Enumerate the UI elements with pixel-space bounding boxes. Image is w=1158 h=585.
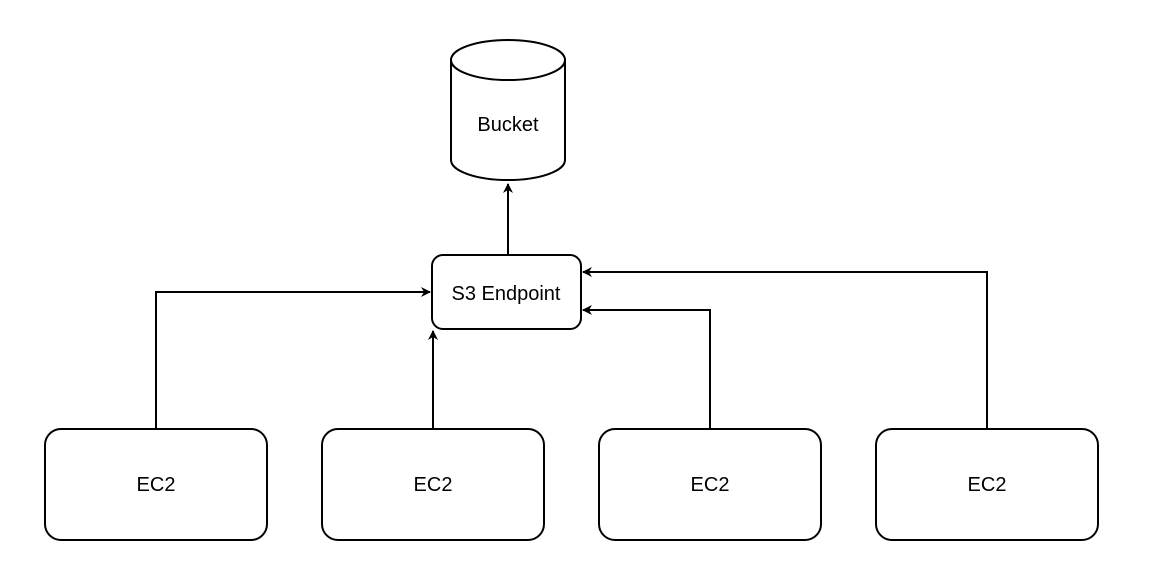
edges (155, 183, 988, 428)
bucket-cylinder-body (450, 60, 566, 181)
ec2-box-2 (321, 428, 545, 541)
bucket-cylinder-top (450, 39, 566, 81)
ec2-node-3: EC2 (598, 428, 822, 541)
edge-ec2-4-to-endpoint (582, 267, 988, 428)
bucket-label: Bucket (477, 114, 539, 136)
ec2-box-3 (598, 428, 822, 541)
ec2-node-1: EC2 (44, 428, 268, 541)
ec2-box-4 (875, 428, 1099, 541)
ec2-label-4: EC2 (968, 474, 1007, 496)
edge-ec2-3-to-endpoint (582, 305, 711, 428)
ec2-box-1 (44, 428, 268, 541)
ec2-label-1: EC2 (137, 474, 176, 496)
s3-endpoint-label: S3 Endpoint (452, 283, 561, 305)
edge-ec2-1-to-endpoint (155, 287, 431, 428)
s3-endpoint-box (431, 254, 582, 330)
ec2-label-3: EC2 (691, 474, 730, 496)
ec2-label-2: EC2 (414, 474, 453, 496)
s3-endpoint-node: S3 Endpoint (431, 254, 582, 330)
ec2-node-2: EC2 (321, 428, 545, 541)
ec2-node-4: EC2 (875, 428, 1099, 541)
bucket-node: Bucket (450, 39, 566, 181)
